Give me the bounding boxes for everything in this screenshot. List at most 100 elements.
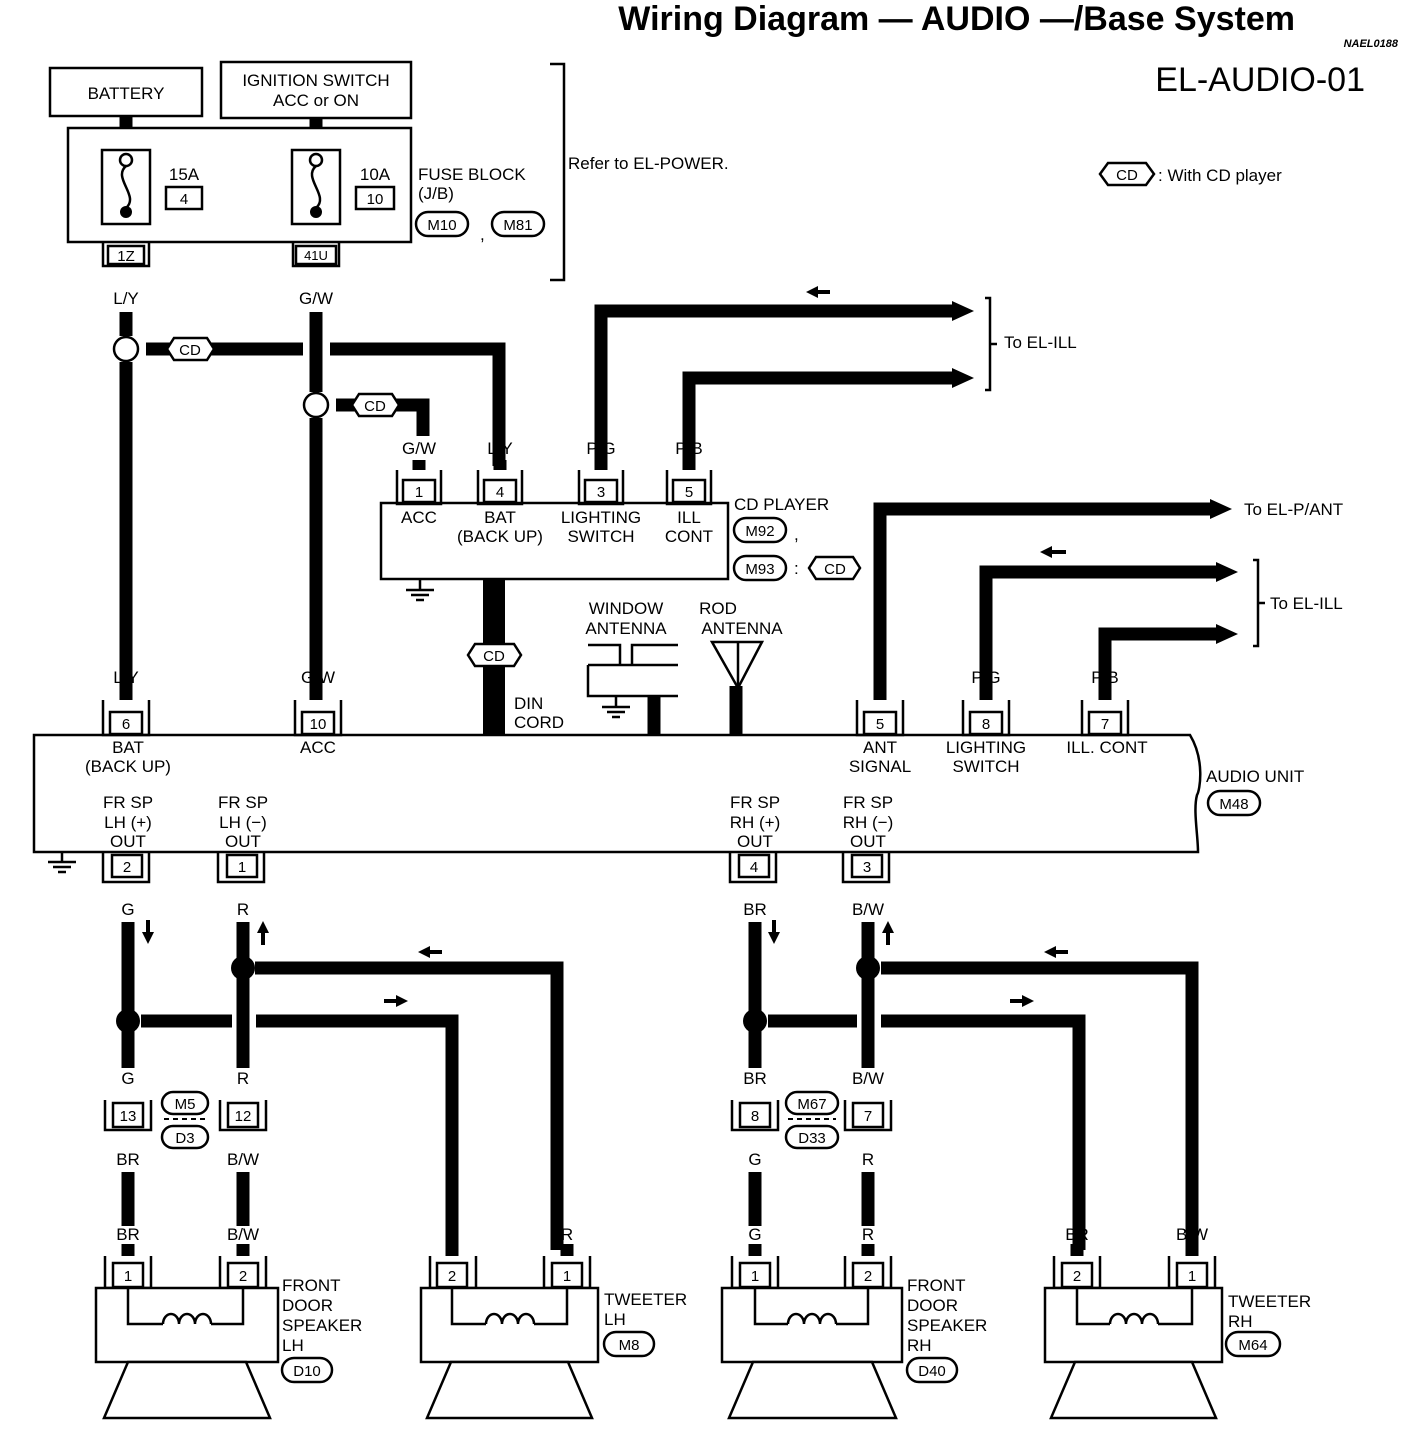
svg-text:12: 12 [235, 1108, 252, 1125]
reference-code: NAEL0188 [1344, 38, 1399, 50]
audio-pin-1: FR SP LH (−) OUT 1 [216, 793, 268, 884]
cd-connector-sep: , [794, 525, 799, 544]
wire-label-r-1: R [237, 900, 249, 919]
svg-text:LH: LH [604, 1310, 626, 1329]
diagram-title: Wiring Diagram — AUDIO —/Base System [618, 0, 1295, 38]
terminal-1z: 1Z [101, 242, 151, 268]
splice-r-left [231, 956, 255, 980]
splice-g-left [116, 1009, 140, 1033]
svg-text:RH: RH [1228, 1312, 1253, 1331]
svg-text:2: 2 [864, 1268, 872, 1285]
svg-text:1: 1 [124, 1268, 132, 1285]
wire-label-au-pb: P/B [1091, 668, 1118, 687]
audio-unit: 6 BAT (BACK UP) 10 ACC 5 ANT SIGNAL 8 LI… [32, 700, 1202, 884]
svg-text:D3: D3 [175, 1130, 194, 1147]
svg-text:CONT: CONT [665, 527, 713, 546]
wire-label-pg-right: P/G [1179, 563, 1208, 582]
wire-label-gw-top: G/W [299, 289, 333, 308]
svg-text:OUT: OUT [225, 832, 261, 851]
flow-arrow-left-top-r [1044, 946, 1068, 958]
refer-power: Refer to EL-POWER. [568, 154, 729, 173]
svg-text:FR SP: FR SP [730, 793, 780, 812]
cd-pin-5: 5 ILL CONT [665, 470, 713, 546]
tweeter-lh: 2 1 [419, 1256, 600, 1420]
audio-pin-4: FR SP RH (+) OUT 4 [728, 793, 780, 884]
splice-gw [302, 391, 330, 419]
terminal-41u: 41U [291, 242, 341, 268]
audio-unit-label: AUDIO UNIT [1206, 767, 1304, 786]
fuse-block-label-2: (J/B) [418, 184, 454, 203]
cd-tag-2: CD [350, 392, 401, 418]
page-code: EL-AUDIO-01 [1155, 61, 1365, 99]
splice-bw-right [856, 956, 880, 980]
svg-text:8: 8 [751, 1108, 759, 1125]
svg-text:SWITCH: SWITCH [567, 527, 634, 546]
svg-text:M10: M10 [427, 217, 456, 234]
svg-text:4: 4 [496, 484, 504, 501]
svg-text:CD: CD [364, 398, 386, 415]
flow-arrow-left-top [418, 946, 442, 958]
flow-arrow-down-br [768, 920, 780, 944]
wire-label-r-ant-top: R [1192, 500, 1204, 519]
svg-text:D33: D33 [798, 1130, 826, 1147]
el-ill-brace-top [985, 296, 997, 392]
cd-legend: CD : With CD player [1098, 161, 1282, 187]
cd-tag-1: CD [165, 336, 216, 362]
fuse-1-rating: 15A [169, 165, 200, 184]
to-el-pant: To EL-P/ANT [1244, 500, 1343, 519]
din-label-2: CORD [514, 713, 564, 732]
ignition-label-1: IGNITION SWITCH [242, 71, 389, 90]
fuse-2-rating: 10A [360, 165, 391, 184]
wire-label-pg-top-right: P/G [917, 302, 946, 321]
svg-text:1: 1 [1188, 1268, 1196, 1285]
fuse-2-number: 10 [367, 191, 384, 208]
cd-connector-colon: : [794, 559, 799, 578]
wire-label-bw-3: B/W [227, 1150, 259, 1169]
audio-pin-6: 6 BAT (BACK UP) [85, 700, 171, 776]
wire-label-g-3: G [748, 1150, 761, 1169]
svg-text:M48: M48 [1219, 796, 1248, 813]
audio-unit-connector: M48 [1206, 789, 1262, 817]
rod-antenna-label-2: ANTENNA [701, 619, 783, 638]
wire-label-ly-top: L/Y [113, 289, 139, 308]
wire-label-pb-right: P/B [1181, 625, 1208, 644]
svg-text:1: 1 [238, 859, 246, 876]
front-door-speaker-lh: 1 2 [94, 1256, 280, 1420]
wire-label-bw-1: B/W [852, 900, 884, 919]
svg-text:10: 10 [310, 716, 327, 733]
flow-arrow-right-mid-r [1010, 995, 1034, 1007]
svg-text:7: 7 [864, 1108, 872, 1125]
fuse-connector-separator: , [480, 225, 485, 244]
power-brace [550, 62, 566, 282]
wire-label-bw-5: B/W [1176, 1225, 1208, 1244]
flow-arrow-pg-top [806, 286, 830, 298]
svg-text:TWEETER: TWEETER [604, 1290, 687, 1309]
svg-text:6: 6 [122, 716, 130, 733]
svg-text:BAT: BAT [484, 508, 516, 527]
svg-text:LIGHTING: LIGHTING [561, 508, 641, 527]
svg-text:LIGHTING: LIGHTING [946, 738, 1026, 757]
svg-text:OUT: OUT [110, 832, 146, 851]
svg-text:1: 1 [751, 1268, 759, 1285]
cd-connector-m93: M93 [732, 554, 788, 582]
svg-text:LH: LH [282, 1336, 304, 1355]
svg-text:LH (+): LH (+) [104, 813, 152, 832]
svg-text:D40: D40 [918, 1363, 946, 1380]
battery-box: BATTERY [48, 66, 204, 118]
svg-text:SWITCH: SWITCH [952, 757, 1019, 776]
ignition-switch-box: IGNITION SWITCH ACC or ON [219, 60, 413, 120]
svg-text:BAT: BAT [112, 738, 144, 757]
wire-label-br-5: BR [1065, 1225, 1089, 1244]
flow-arrow-up-bw [882, 921, 894, 945]
svg-text:2: 2 [448, 1268, 456, 1285]
el-ill-brace-right [1253, 558, 1265, 648]
svg-text:M92: M92 [745, 523, 774, 540]
svg-text:2: 2 [1073, 1268, 1081, 1285]
joint-connector-right: 8 7 M67 D33 [730, 1090, 893, 1150]
wire-label-bw-4: B/W [227, 1225, 259, 1244]
wire-label-r-3: R [862, 1150, 874, 1169]
svg-text:1: 1 [415, 484, 423, 501]
fuse-connector-m81: M81 [490, 210, 546, 238]
svg-text:LH (−): LH (−) [219, 813, 267, 832]
svg-text:1: 1 [563, 1268, 571, 1285]
